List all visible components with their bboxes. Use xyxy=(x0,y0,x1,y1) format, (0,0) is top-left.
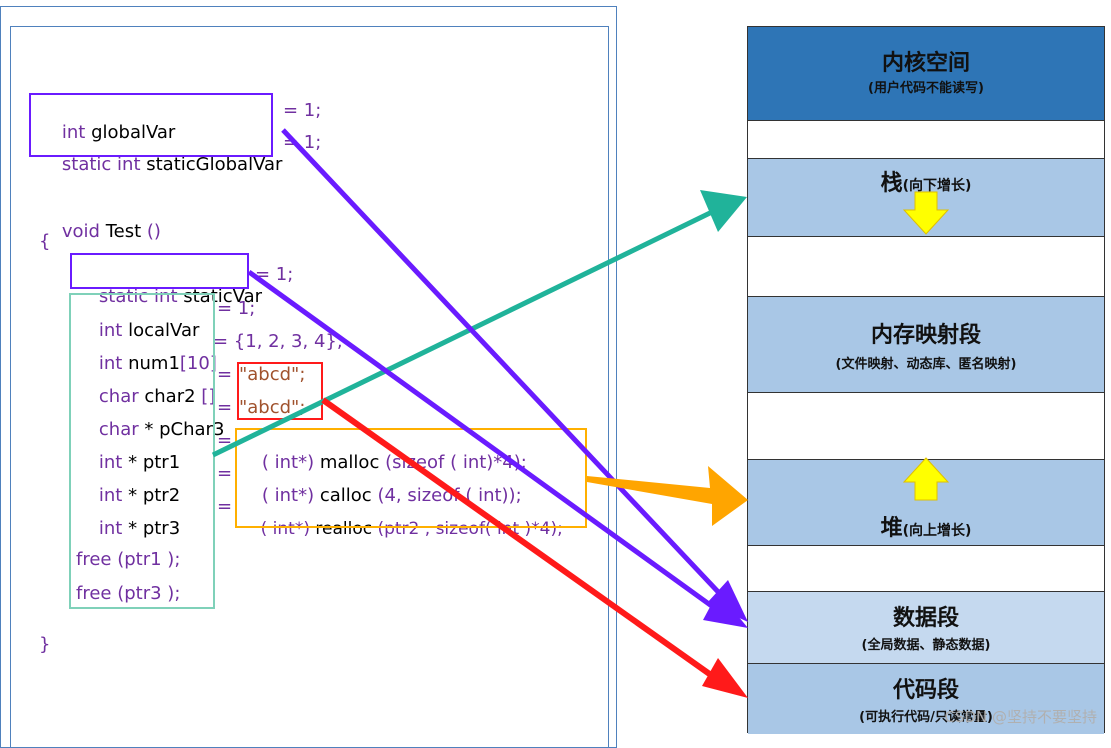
static-to-data-arrow-head xyxy=(703,592,748,628)
keyword: char xyxy=(98,386,139,407)
code-subtitle: (可执行代码/只读常量) xyxy=(859,710,993,725)
gap xyxy=(748,121,1104,159)
keyword: int xyxy=(98,452,123,473)
literal-to-code-arrow-head xyxy=(702,658,748,698)
assignment: = 1; xyxy=(283,132,322,153)
stack-subtitle: (向下增长) xyxy=(902,178,972,194)
heap-segment: 堆(向上增长) xyxy=(748,460,1104,546)
data-title: 数据段 xyxy=(892,606,959,631)
assignment: = 1; xyxy=(283,100,322,121)
pointer-star: * xyxy=(128,518,138,539)
identifier: ptr1 xyxy=(142,452,181,473)
code-line-globalvar: int globalVar xyxy=(39,100,175,166)
assignment: = 1; xyxy=(255,264,294,285)
equals: = xyxy=(217,397,233,418)
keyword: int xyxy=(98,518,123,539)
code-line-ptr1: int * ptr1 xyxy=(76,430,180,496)
mmap-segment: 内存映射段 (文件映射、动态库、匿名映射) xyxy=(748,297,1104,393)
gap xyxy=(748,237,1104,297)
gap xyxy=(748,393,1104,460)
mmap-subtitle: (文件映射、动态库、匿名映射) xyxy=(835,357,1017,372)
kernel-space-segment: 内核空间 (用户代码不能读写) xyxy=(748,27,1104,121)
heap-title: 堆 xyxy=(880,516,903,541)
identifier: staticGlobalVar xyxy=(146,154,283,175)
kernel-subtitle: (用户代码不能读写) xyxy=(868,81,984,96)
pointer-star: * xyxy=(128,485,138,506)
pointer-star: * xyxy=(144,419,154,440)
keyword: int xyxy=(61,122,86,143)
array-index: [] xyxy=(201,386,216,407)
code-line-ptr3: int * ptr3 xyxy=(76,496,180,562)
identifier: ptr3 xyxy=(142,518,181,539)
identifier: ptr2 xyxy=(142,485,181,506)
local-vars-box xyxy=(69,293,215,609)
keyword: int xyxy=(98,485,123,506)
equals: = xyxy=(217,430,233,451)
keyword: char xyxy=(98,419,139,440)
heap-subtitle: (向上增长) xyxy=(902,523,972,539)
brace-open: { xyxy=(39,231,51,252)
identifier: localVar xyxy=(128,320,200,341)
assignment: = {1, 2, 3, 4}; xyxy=(213,331,343,352)
keyword: static int xyxy=(61,154,141,175)
code-line-free-ptr1: free (ptr1 ); xyxy=(76,549,181,570)
data-subtitle: (全局数据、静态数据) xyxy=(861,638,991,653)
equals: = xyxy=(217,463,233,484)
code-title: 代码段 xyxy=(892,678,959,703)
equals: = xyxy=(217,364,233,385)
pointer-star: * xyxy=(128,452,138,473)
identifier: char2 xyxy=(144,386,196,407)
parens: () xyxy=(146,221,161,242)
stack-title: 栈 xyxy=(880,171,903,196)
static-var-box xyxy=(70,253,249,289)
gap xyxy=(748,546,1104,592)
equals: = xyxy=(217,496,233,517)
code-line-localvar: int localVar xyxy=(76,298,200,364)
code-line-ptr2: int * ptr2 xyxy=(76,463,180,529)
stack-segment: 栈(向下增长) xyxy=(748,159,1104,237)
code-line-staticglobalvar: static int staticGlobalVar xyxy=(39,132,283,198)
code-line-function-decl: void Test () xyxy=(39,199,161,265)
keyword: void xyxy=(61,221,100,242)
keyword: int xyxy=(98,320,123,341)
assignment: = 1; xyxy=(217,298,256,319)
heap-alloc-box xyxy=(235,428,587,528)
kernel-title: 内核空间 xyxy=(881,51,970,76)
array-index: [10] xyxy=(179,353,217,374)
code-segment: 代码段 (可执行代码/只读常量) xyxy=(748,664,1104,734)
mmap-title: 内存映射段 xyxy=(870,323,981,348)
global-to-data-arrow-head xyxy=(707,580,748,622)
brace-close: } xyxy=(39,634,51,655)
data-segment: 数据段 (全局数据、静态数据) xyxy=(748,592,1104,664)
keyword: int xyxy=(98,353,123,374)
watermark: CSDN @坚持不要坚持 xyxy=(944,708,1097,726)
memory-layout: 内核空间 (用户代码不能读写) 栈(向下增长) 内存映射段 (文件映射、动态库、… xyxy=(747,26,1105,734)
code-line-pchar3: char * pChar3 xyxy=(76,397,225,463)
code-line-free-ptr3: free (ptr3 ); xyxy=(76,583,181,604)
code-line-char2: char char2 [] xyxy=(76,364,215,430)
global-vars-box xyxy=(29,93,273,157)
stack-arrow-head xyxy=(700,190,747,232)
code-panel: int globalVar = 1; static int staticGlob… xyxy=(0,6,617,748)
identifier: num1 xyxy=(128,353,180,374)
identifier: pChar3 xyxy=(159,419,225,440)
identifier: globalVar xyxy=(91,122,176,143)
string-literal-box xyxy=(237,362,323,420)
keyword: static int xyxy=(98,286,178,307)
identifier: Test xyxy=(105,221,142,242)
code-line-num1: int num1[10] xyxy=(76,331,217,397)
